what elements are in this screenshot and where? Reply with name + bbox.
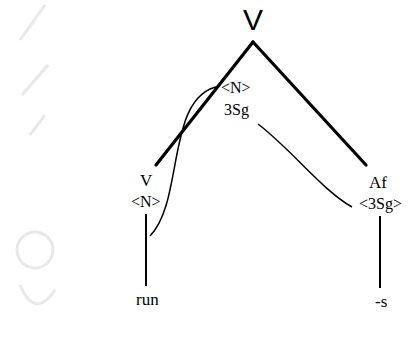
watermark-figure: [17, 232, 53, 268]
feature-frame: <3Sg>: [359, 196, 402, 212]
morpheme: run: [136, 291, 159, 308]
percolation-arc: [150, 86, 220, 236]
tree-branch: [253, 42, 366, 165]
category-label: Af: [369, 174, 387, 191]
feature-frame: <N>: [131, 194, 161, 210]
tree-branch: [156, 42, 253, 165]
feature-value: 3Sg: [224, 102, 249, 118]
tree-stem: [379, 216, 381, 288]
feature-frame: <N>: [221, 80, 251, 96]
feature-arcs: [150, 86, 352, 236]
watermark-pen: [20, 5, 45, 40]
watermark-pen: [22, 65, 48, 95]
tree-branches: [156, 42, 366, 165]
tree-stem: [145, 214, 147, 286]
watermark-pen: [30, 115, 45, 135]
watermark-figure: [20, 285, 55, 304]
tree-stems: [146, 214, 380, 288]
watermark-icons: [17, 5, 55, 304]
category-label: V: [140, 172, 152, 189]
root-category: V: [243, 5, 263, 35]
morpheme: -s: [375, 293, 387, 310]
percolation-arc: [258, 124, 352, 207]
